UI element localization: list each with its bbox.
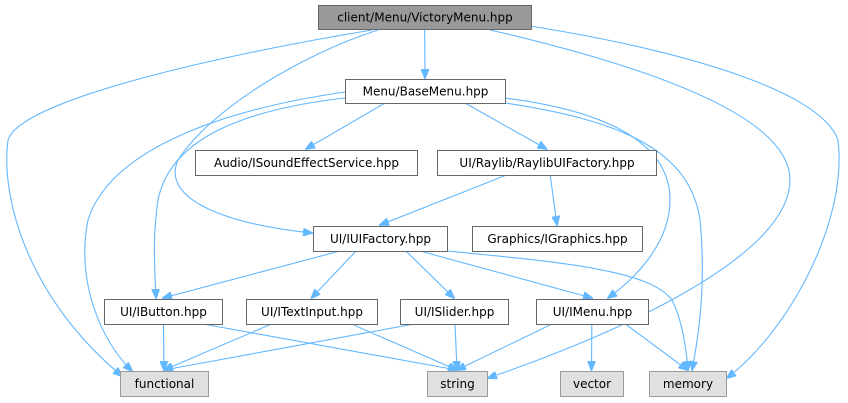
edge-iuifactory-to-memory xyxy=(446,250,688,370)
edge-raylibfactory-to-iuifactory xyxy=(380,174,507,225)
node-box xyxy=(195,150,418,176)
edge-line xyxy=(351,323,458,370)
node-box xyxy=(427,371,488,397)
node-label: UI/ITextInput.hpp xyxy=(261,305,363,319)
node-vector: vector xyxy=(560,371,624,397)
node-igraphics[interactable]: Graphics/IGraphics.hpp xyxy=(472,226,643,252)
edge-line xyxy=(405,250,454,298)
node-box xyxy=(313,226,448,252)
node-ibutton[interactable]: UI/IButton.hpp xyxy=(104,299,223,325)
node-box xyxy=(246,299,378,325)
node-label: client/Menu/VictoryMenu.hpp xyxy=(337,11,513,25)
edge-line xyxy=(529,25,840,378)
edge-line xyxy=(84,91,346,371)
node-memory: memory xyxy=(649,371,727,397)
node-itextinput[interactable]: UI/ITextInput.hpp xyxy=(246,299,378,325)
edge-iuifactory-to-islider xyxy=(405,250,454,298)
node-string: string xyxy=(427,371,488,397)
node-box xyxy=(472,226,643,252)
edge-line xyxy=(488,29,791,378)
edge-victory-to-string xyxy=(488,29,791,378)
node-box xyxy=(649,371,727,397)
node-basemenu[interactable]: Menu/BaseMenu.hpp xyxy=(345,79,506,104)
edge-line xyxy=(202,323,457,370)
edge-line xyxy=(163,250,341,298)
edge-itextinput-to-string xyxy=(351,323,458,370)
node-box xyxy=(120,371,209,397)
edges-layer xyxy=(6,25,840,378)
node-iuifactory[interactable]: UI/IUIFactory.hpp xyxy=(313,226,448,252)
edge-line xyxy=(446,250,688,370)
edge-basemenu-to-functional xyxy=(84,91,346,371)
edge-victory-to-functional xyxy=(6,29,373,376)
edge-basemenu-to-raylibfactory xyxy=(464,102,547,149)
node-label: vector xyxy=(573,377,611,391)
edge-iuifactory-to-ibutton xyxy=(163,250,341,298)
node-box xyxy=(104,299,223,325)
edge-line xyxy=(455,323,457,370)
edge-line xyxy=(625,323,687,370)
node-raylibfactory[interactable]: UI/Raylib/RaylibUIFactory.hpp xyxy=(437,150,657,176)
edge-line xyxy=(464,102,547,149)
edge-islider-to-string xyxy=(455,323,457,370)
edge-basemenu-to-ibutton xyxy=(154,97,346,298)
edge-line xyxy=(504,102,703,370)
node-imenu[interactable]: UI/IMenu.hpp xyxy=(536,299,649,325)
edge-line xyxy=(312,250,357,298)
edge-line xyxy=(549,174,557,225)
node-label: Graphics/IGraphics.hpp xyxy=(487,232,627,246)
edge-line xyxy=(380,174,507,225)
edge-ibutton-to-functional xyxy=(163,323,164,370)
edge-basemenu-to-memory xyxy=(504,102,703,370)
edge-line xyxy=(154,97,346,298)
node-label: Audio/ISoundEffectService.hpp xyxy=(214,156,399,170)
node-label: UI/IUIFactory.hpp xyxy=(330,232,431,246)
edge-line xyxy=(174,29,379,233)
node-label: string xyxy=(440,377,474,391)
node-label: functional xyxy=(135,377,195,391)
edge-line xyxy=(419,250,592,298)
node-islider[interactable]: UI/ISlider.hpp xyxy=(400,299,509,325)
node-label: Menu/BaseMenu.hpp xyxy=(363,85,489,99)
node-box xyxy=(560,371,624,397)
edge-line xyxy=(504,97,671,298)
node-label: UI/ISlider.hpp xyxy=(415,305,495,319)
edge-itextinput-to-functional xyxy=(164,323,272,370)
node-label: UI/IButton.hpp xyxy=(120,305,207,319)
edge-islider-to-functional xyxy=(164,323,415,370)
edge-line xyxy=(163,323,164,370)
node-box xyxy=(345,79,506,104)
edge-line xyxy=(164,323,272,370)
node-box xyxy=(536,299,649,325)
node-label: UI/Raylib/RaylibUIFactory.hpp xyxy=(459,156,634,170)
node-functional: functional xyxy=(120,371,209,397)
node-label: memory xyxy=(663,377,713,391)
edge-victory-to-memory xyxy=(529,25,840,378)
edge-line xyxy=(306,102,386,149)
edge-ibutton-to-string xyxy=(202,323,457,370)
edge-victory-to-iuifactory xyxy=(174,29,379,233)
node-box xyxy=(318,5,532,30)
edge-basemenu-to-imenu xyxy=(504,97,671,298)
node-box xyxy=(400,299,509,325)
edge-imenu-to-string xyxy=(457,323,553,370)
node-box xyxy=(437,150,657,176)
edge-iuifactory-to-imenu xyxy=(419,250,592,298)
nodes-layer: client/Menu/VictoryMenu.hppMenu/BaseMenu… xyxy=(104,5,727,397)
edge-basemenu-to-isound xyxy=(306,102,386,149)
node-isound[interactable]: Audio/ISoundEffectService.hpp xyxy=(195,150,418,176)
edge-line xyxy=(164,323,415,370)
node-victory[interactable]: client/Menu/VictoryMenu.hpp xyxy=(318,5,532,30)
edge-raylibfactory-to-igraphics xyxy=(549,174,557,225)
node-label: UI/IMenu.hpp xyxy=(553,305,633,319)
edge-line xyxy=(457,323,553,370)
edge-iuifactory-to-itextinput xyxy=(312,250,357,298)
edge-line xyxy=(6,29,373,376)
edge-imenu-to-memory xyxy=(625,323,687,370)
